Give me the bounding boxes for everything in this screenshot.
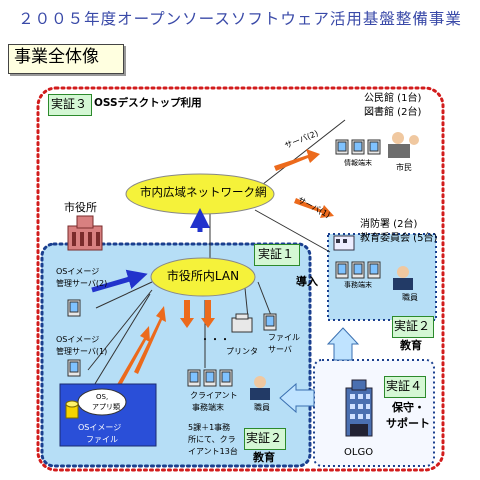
demo4-caption-1: 保守・ <box>392 401 425 414</box>
demo1-box <box>254 244 300 266</box>
demo2a-label: 実証２ <box>394 319 431 333</box>
demo3-label: 実証３ <box>51 97 88 111</box>
os-bubble-line1: OS, <box>96 393 109 401</box>
demo4-box <box>384 376 426 398</box>
database-icon <box>65 400 79 419</box>
intro-label: 導入 <box>296 275 318 288</box>
connection-lines <box>87 119 346 393</box>
citizen-label: 市民 <box>396 163 412 172</box>
office-terminal-icons <box>335 261 381 279</box>
page-title: ２００５年度オープンソースソフトウェア活用基盤整備事業 <box>18 10 462 28</box>
fire-dept-line1: 消防署 (2台) <box>360 219 418 230</box>
dept-note-line1: 5課＋1事務 <box>188 423 231 432</box>
ellipsis: ・・・ <box>200 335 230 346</box>
fire-dept-line2: 教育委員会 (5台) <box>360 233 438 244</box>
printer-server-icons <box>231 313 277 333</box>
demo2a-box <box>392 316 434 338</box>
lan-ellipse <box>150 257 256 297</box>
network-label: 市内広域ネットワーク網 <box>140 185 267 199</box>
file-server-line2: サーバ <box>268 345 292 354</box>
olgo-label: OLGO <box>344 447 374 458</box>
staff-icon-hall <box>250 376 270 400</box>
demo2b-label: 実証２ <box>246 431 283 445</box>
os-server2-line2: 管理サーバ(2) <box>56 279 108 288</box>
staff-bottom-label: 職員 <box>254 403 270 412</box>
fire-staff-label: 職員 <box>402 293 418 302</box>
info-terminal-icons <box>335 139 381 155</box>
demo2a-caption: 教育 <box>400 339 422 352</box>
demo4-label: 実証４ <box>386 379 423 393</box>
os-file-line2: ファイル <box>86 435 118 444</box>
staff-icon-fire <box>393 266 413 290</box>
os-bubble-line2: アプリ類 <box>92 403 120 411</box>
printer-label: プリンタ <box>226 347 258 356</box>
client-line2: 事務端末 <box>192 403 224 412</box>
os-server-icons <box>67 299 81 377</box>
demo2b-caption: 教育 <box>253 451 275 464</box>
client-terminal-icons <box>187 369 233 387</box>
public-facility-line2: 図書館 (2台) <box>364 107 422 118</box>
section-label-box <box>8 44 124 74</box>
demo4-caption-2: サポート <box>386 417 430 430</box>
os-server2-line1: OSイメージ <box>56 267 100 276</box>
demo3-box <box>48 94 92 116</box>
demo1-label: 実証１ <box>258 247 295 261</box>
public-facility-line1: 公民館 (1台) <box>364 93 422 104</box>
olgo-up-arrow <box>326 327 360 361</box>
citizen-icon <box>388 132 419 158</box>
lan-label: 市役所内LAN <box>166 269 240 283</box>
office-terminal-label: 事務端末 <box>344 281 372 289</box>
arrow-to-lan <box>91 269 148 293</box>
os-file-line1: OSイメージ <box>78 423 122 432</box>
os-server1-line1: OSイメージ <box>56 335 100 344</box>
olgo-building-icon <box>345 379 373 437</box>
os-server1-line2: 管理サーバ(1) <box>56 347 108 356</box>
city-hall-label: 市役所 <box>64 201 97 214</box>
city-hall-icon <box>67 215 103 251</box>
file-server-line1: ファイル <box>268 333 300 342</box>
info-terminal-label: 情報端末 <box>344 159 372 167</box>
orange-arrows <box>108 149 334 402</box>
fire-dept-building-icon <box>333 235 355 251</box>
dept-note-line3: イアント13台 <box>188 447 238 456</box>
olgo-left-arrow <box>279 382 315 414</box>
demo3-caption: OSSデスクトップ利用 <box>94 97 202 109</box>
client-line1: クライアント <box>190 391 238 400</box>
dept-note-line2: 所にて、クラ <box>188 435 236 444</box>
os-app-bubble <box>77 388 127 416</box>
demo2b-box <box>244 428 286 450</box>
section-label: 事業全体像 <box>14 47 99 67</box>
